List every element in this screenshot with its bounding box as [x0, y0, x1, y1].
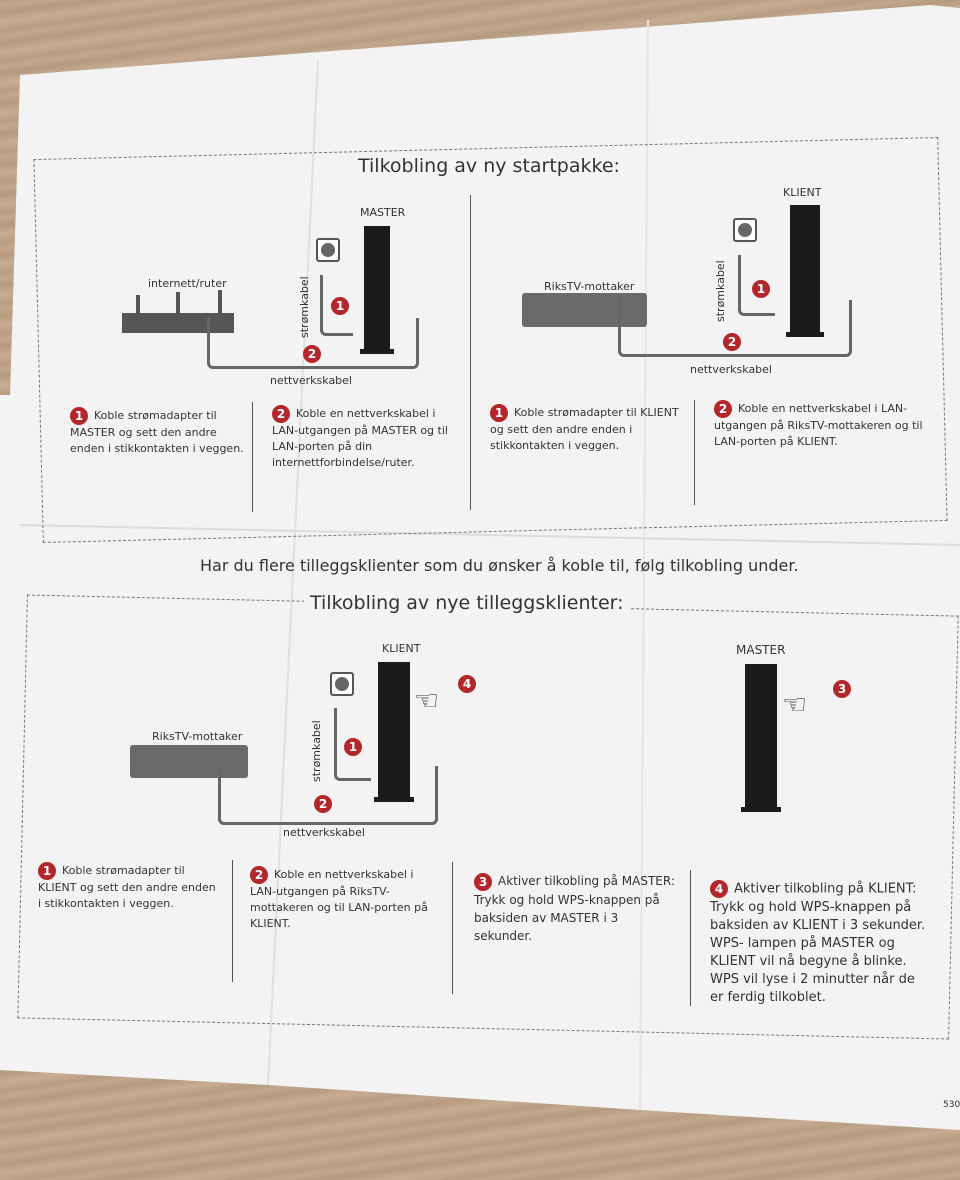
network-cable-label: nettverkskabel [690, 363, 772, 376]
wall-outlet-icon [316, 238, 340, 262]
router-label: internett/ruter [148, 277, 227, 290]
master-device [360, 226, 394, 354]
step-marker-4: 4 [458, 675, 476, 693]
step-marker-1: 1 [331, 297, 349, 315]
column-divider [452, 862, 453, 994]
step-2-text: Koble en nettverkskabel i LAN-utgangen p… [250, 868, 428, 930]
step-number-2: 2 [250, 866, 268, 884]
master-device [741, 664, 781, 812]
master-label: MASTER [736, 643, 786, 657]
step-marker-2: 2 [303, 345, 321, 363]
network-cable [618, 300, 852, 357]
router-device [122, 313, 234, 333]
step-number-4: 4 [710, 880, 728, 898]
router-antenna [176, 292, 180, 314]
column-divider [252, 402, 253, 512]
client-device [786, 205, 824, 337]
router-antenna [218, 290, 222, 314]
power-cable [334, 708, 371, 781]
column-divider [690, 870, 691, 1006]
router-antenna [136, 295, 140, 315]
network-cable-label: nettverkskabel [283, 826, 365, 839]
column-divider [232, 860, 233, 982]
step-number-3: 3 [474, 872, 492, 891]
step-3-text: Aktiver tilkobling på MASTER: Trykk og h… [474, 874, 675, 943]
network-cable-label: nettverkskabel [270, 374, 352, 387]
step-1-text: Koble strømadapter til KLIENT og sett de… [38, 864, 216, 910]
column-divider [470, 195, 471, 510]
master-label: MASTER [360, 206, 406, 219]
pointing-hand-icon: ☜ [414, 684, 440, 717]
step-2-text: Koble en nettverkskabel i LAN-utgangen p… [272, 407, 448, 469]
client-device [374, 662, 414, 802]
step-number-2: 2 [272, 405, 290, 423]
step-marker-1: 1 [752, 280, 770, 298]
client-label: KLIENT [382, 642, 421, 655]
section-tilleggsklienter-title: Tilkobling av nye tilleggsklienter: [304, 592, 630, 614]
step-number-1: 1 [490, 404, 508, 422]
step-4-text: Aktiver tilkobling på KLIENT: Trykk og h… [710, 881, 926, 1005]
wall-outlet-icon [733, 218, 757, 242]
step-marker-2: 2 [314, 795, 332, 813]
step-number-1: 1 [70, 407, 88, 425]
step-1-text: Koble strømadapter til KLIENT og sett de… [490, 406, 679, 452]
power-cable [320, 275, 353, 336]
network-cable [207, 318, 419, 369]
step-marker-1: 1 [344, 738, 362, 756]
rikstv-receiver-device [522, 293, 647, 327]
page-code: 530 [943, 1100, 960, 1110]
power-cable [738, 255, 775, 316]
pointing-hand-icon: ☜ [782, 688, 808, 721]
additional-clients-note: Har du flere tilleggsklienter som du øns… [200, 556, 799, 575]
rikstv-receiver-device [130, 745, 248, 778]
step-number-2: 2 [714, 400, 732, 418]
step-number-1: 1 [38, 862, 56, 880]
section-startpakke-title: Tilkobling av ny startpakke: [352, 155, 626, 177]
column-divider [694, 400, 695, 505]
client-label: KLIENT [783, 186, 822, 199]
step-marker-3: 3 [833, 680, 851, 698]
network-cable [218, 766, 438, 825]
receiver-label: RiksTV-mottaker [152, 730, 243, 743]
step-2-text: Koble en nettverkskabel i LAN-utgangen p… [714, 402, 923, 448]
step-marker-2: 2 [723, 333, 741, 351]
wall-outlet-icon [330, 672, 354, 696]
receiver-label: RiksTV-mottaker [544, 280, 635, 293]
step-1-text: Koble strømadapter til MASTER og sett de… [70, 409, 244, 455]
